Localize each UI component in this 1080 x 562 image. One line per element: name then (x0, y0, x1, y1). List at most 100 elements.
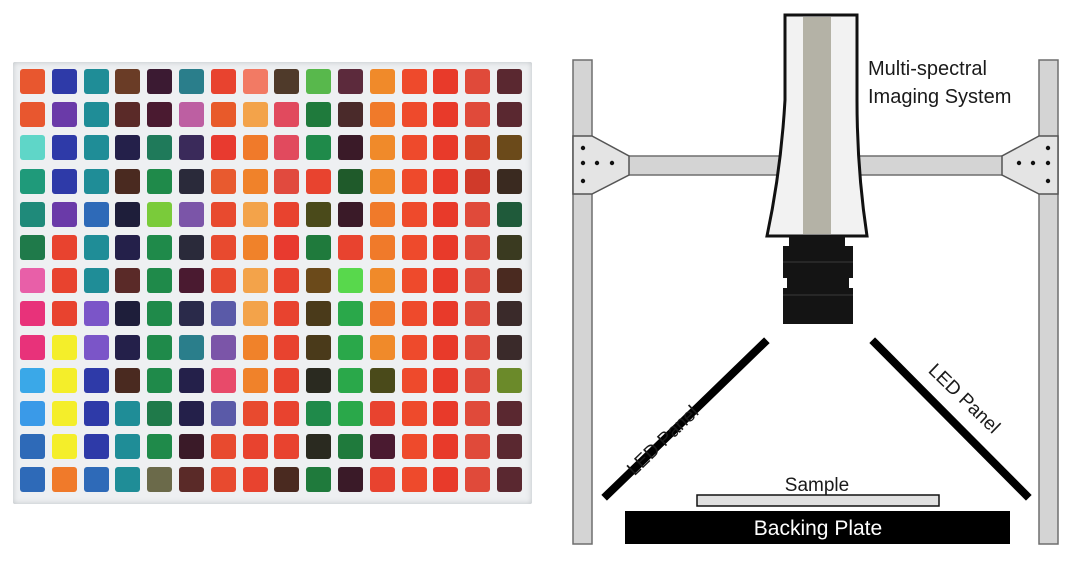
color-patch (497, 334, 522, 360)
color-patch (242, 69, 268, 94)
right-frame-post (1038, 59, 1059, 545)
color-patch (210, 135, 236, 161)
camera-label-line2: Imaging System (868, 86, 1011, 108)
color-patch (369, 334, 395, 360)
color-patch (20, 268, 45, 294)
color-patch (465, 467, 491, 493)
color-patch (115, 367, 141, 393)
color-patch (497, 235, 522, 260)
color-patch (369, 168, 395, 194)
color-patch (20, 334, 45, 360)
color-patch (210, 334, 236, 360)
color-patch (115, 334, 141, 360)
color-patch (242, 102, 268, 128)
camera-label-line1: Multi-spectral (868, 58, 987, 80)
color-patch (274, 135, 300, 161)
color-patch (20, 367, 45, 393)
color-patch (179, 434, 204, 460)
color-patch (147, 168, 173, 194)
color-patch (433, 301, 459, 327)
color-patch (465, 235, 491, 260)
color-patch (274, 334, 300, 360)
color-patch (179, 102, 204, 128)
color-patch (497, 69, 522, 94)
color-patch (115, 69, 141, 94)
sample-strip (696, 494, 940, 507)
color-patch (83, 334, 109, 360)
color-patch (465, 201, 491, 227)
color-patch (401, 102, 427, 128)
color-patch (338, 334, 363, 360)
color-patch (306, 69, 332, 94)
color-patch (338, 268, 363, 294)
color-patch (179, 268, 204, 294)
color-patch (20, 235, 45, 260)
color-patch (115, 102, 141, 128)
color-patch (179, 301, 204, 327)
color-patch (306, 135, 332, 161)
color-patch (20, 135, 45, 161)
color-patch (274, 268, 300, 294)
color-patch (179, 69, 204, 94)
color-patch (242, 301, 268, 327)
color-patch (147, 201, 173, 227)
color-patch (274, 301, 300, 327)
color-patch (338, 102, 363, 128)
color-patch (369, 467, 395, 493)
color-patch (497, 201, 522, 227)
color-patch (401, 301, 427, 327)
color-patch (338, 434, 363, 460)
color-patch (147, 235, 173, 260)
color-patch (338, 367, 363, 393)
color-patch (497, 434, 522, 460)
color-patch (369, 301, 395, 327)
color-patch (401, 467, 427, 493)
right-bracket-bolts (1016, 145, 1051, 184)
color-patch (433, 434, 459, 460)
color-patch (433, 334, 459, 360)
color-patch (242, 467, 268, 493)
color-patch (242, 268, 268, 294)
color-patch (51, 201, 77, 227)
color-patch (147, 301, 173, 327)
color-patch (369, 268, 395, 294)
color-patch (210, 168, 236, 194)
color-patch (51, 401, 77, 426)
color-patch (274, 467, 300, 493)
color-patch (369, 135, 395, 161)
color-patch (51, 268, 77, 294)
color-patch (83, 235, 109, 260)
color-patch (338, 135, 363, 161)
color-patch (401, 334, 427, 360)
color-patch (147, 69, 173, 94)
left-corner-bracket (572, 135, 630, 195)
color-patch (369, 235, 395, 260)
color-patch (242, 334, 268, 360)
color-patch (465, 334, 491, 360)
color-patch (274, 434, 300, 460)
left-bracket-bolts (580, 145, 615, 184)
color-patch (401, 434, 427, 460)
color-patch (51, 135, 77, 161)
color-patch (115, 401, 141, 426)
color-patch (51, 334, 77, 360)
color-patch (147, 268, 173, 294)
color-patch (179, 334, 204, 360)
color-patch (306, 434, 332, 460)
color-patch (242, 201, 268, 227)
color-patch (115, 434, 141, 460)
color-patch (497, 268, 522, 294)
color-patch (51, 367, 77, 393)
color-patch (338, 301, 363, 327)
color-patch (20, 467, 45, 493)
color-patch (338, 168, 363, 194)
color-patch (338, 69, 363, 94)
color-patch (242, 168, 268, 194)
color-patch (306, 367, 332, 393)
color-patch (83, 401, 109, 426)
left-led-panel (601, 337, 770, 501)
sample-label: Sample (785, 475, 849, 496)
color-patch (274, 235, 300, 260)
color-patch (179, 168, 204, 194)
color-patch (401, 135, 427, 161)
